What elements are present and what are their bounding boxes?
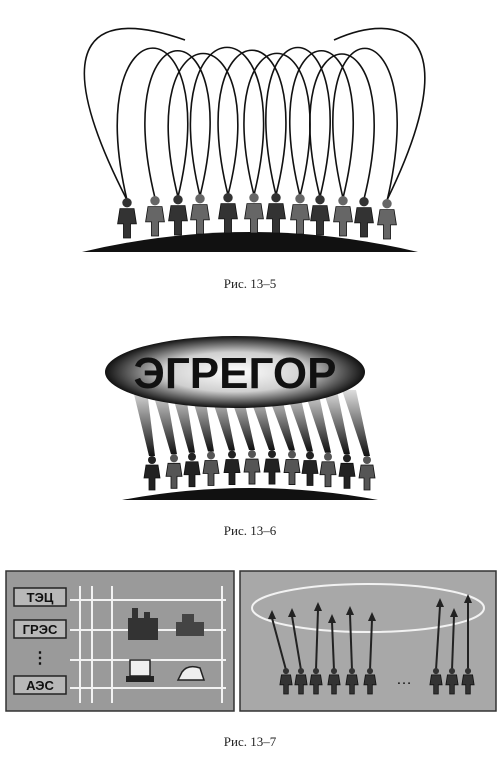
arrow-head	[288, 608, 296, 617]
energy-loop	[217, 49, 287, 196]
caption-13-5: Рис. 13–5	[223, 276, 277, 291]
figure-13-5-illustration	[82, 27, 426, 252]
energy-loop	[289, 49, 354, 199]
stations-ellipsis: ⋮	[32, 650, 48, 667]
person-figure	[429, 668, 443, 695]
person-figure	[338, 454, 356, 489]
figure-13-7-illustration: ТЭЦ ГРЭС ⋮ АЭС …	[5, 570, 497, 712]
energy-loop	[189, 46, 265, 197]
person-figure	[263, 450, 281, 485]
person-figure	[165, 454, 183, 489]
people-group	[117, 193, 397, 240]
person-figure	[143, 456, 161, 491]
link-line	[315, 609, 319, 671]
svg-text:ГРЭС: ГРЭС	[23, 622, 58, 637]
ground-mound	[82, 232, 418, 252]
person-figure	[358, 456, 376, 491]
energy-loop	[83, 27, 186, 201]
person-figure	[309, 668, 323, 695]
arrow-head	[368, 612, 376, 621]
person-figure	[218, 193, 238, 234]
energy-loop	[309, 53, 375, 200]
egregor-ellipse	[105, 336, 365, 408]
person-figure	[319, 452, 337, 488]
link-line	[349, 613, 353, 671]
person-figure	[223, 450, 241, 485]
person-figure	[310, 195, 330, 236]
station-gres: ГРЭС	[13, 619, 67, 639]
link-line	[369, 619, 373, 671]
ground-mound	[122, 488, 378, 500]
svg-text:ТЭЦ: ТЭЦ	[27, 590, 54, 605]
energy-beam	[152, 390, 177, 455]
people-group	[143, 450, 376, 491]
arrow-head	[464, 594, 472, 603]
link-line	[271, 617, 287, 671]
energy-loop	[116, 47, 189, 201]
person-figure	[283, 450, 301, 485]
people-ellipsis: …	[396, 671, 412, 688]
person-figure	[363, 668, 377, 695]
person-figure	[145, 196, 165, 237]
person-figure	[294, 668, 308, 695]
person-figure	[279, 668, 293, 695]
energy-loop	[144, 49, 211, 199]
iron-icon	[176, 665, 206, 681]
caption-13-7: Рис. 13–7	[223, 734, 277, 749]
link-line	[451, 615, 455, 671]
factory-icon	[128, 608, 158, 640]
energy-beam	[323, 390, 350, 455]
people-group	[268, 594, 475, 695]
energy-beam	[342, 390, 370, 456]
arrow-head	[450, 608, 458, 617]
person-figure	[377, 199, 397, 240]
figure-13-6-illustration: ЭГРЕГОР	[105, 336, 378, 500]
arrow-head	[314, 602, 322, 611]
person-figure	[244, 193, 264, 234]
person-figure	[445, 668, 459, 695]
link-line	[331, 621, 335, 671]
energy-beam	[304, 390, 331, 453]
person-figure	[117, 198, 137, 239]
station-tec: ТЭЦ	[13, 587, 67, 607]
energy-loop	[243, 52, 311, 197]
person-figure	[183, 452, 201, 488]
energy-beam	[285, 390, 313, 452]
computer-icon	[126, 659, 154, 682]
link-line	[291, 615, 302, 671]
person-figure	[243, 450, 261, 485]
person-figure	[333, 196, 353, 237]
person-figure	[345, 668, 359, 695]
person-figure	[327, 668, 341, 695]
person-figure	[354, 197, 374, 238]
person-figure	[266, 193, 286, 234]
energy-loop	[332, 47, 398, 202]
machine-icon	[176, 614, 204, 636]
svg-text:АЭС: АЭС	[26, 678, 54, 693]
energy-loop	[265, 46, 331, 198]
station-aes: АЭС	[13, 675, 67, 695]
energy-beam	[133, 390, 155, 456]
link-line	[435, 605, 441, 671]
arrow-head	[268, 610, 276, 619]
caption-13-6: Рис. 13–6	[223, 523, 277, 538]
energy-loops	[83, 27, 426, 202]
egregor-ring	[251, 583, 485, 633]
person-figure	[202, 451, 220, 486]
arrow-head	[328, 614, 336, 623]
person-figure	[301, 451, 319, 486]
energy-beam	[171, 390, 195, 453]
person-figure	[290, 194, 310, 235]
energy-loop	[167, 52, 239, 198]
person-figure	[461, 668, 475, 695]
person-figure	[190, 194, 210, 235]
egregor-label: ЭГРЕГОР	[134, 349, 337, 398]
person-figure	[168, 195, 188, 236]
arrow-head	[436, 598, 444, 607]
arrow-head	[346, 606, 354, 615]
energy-loop	[333, 27, 426, 201]
